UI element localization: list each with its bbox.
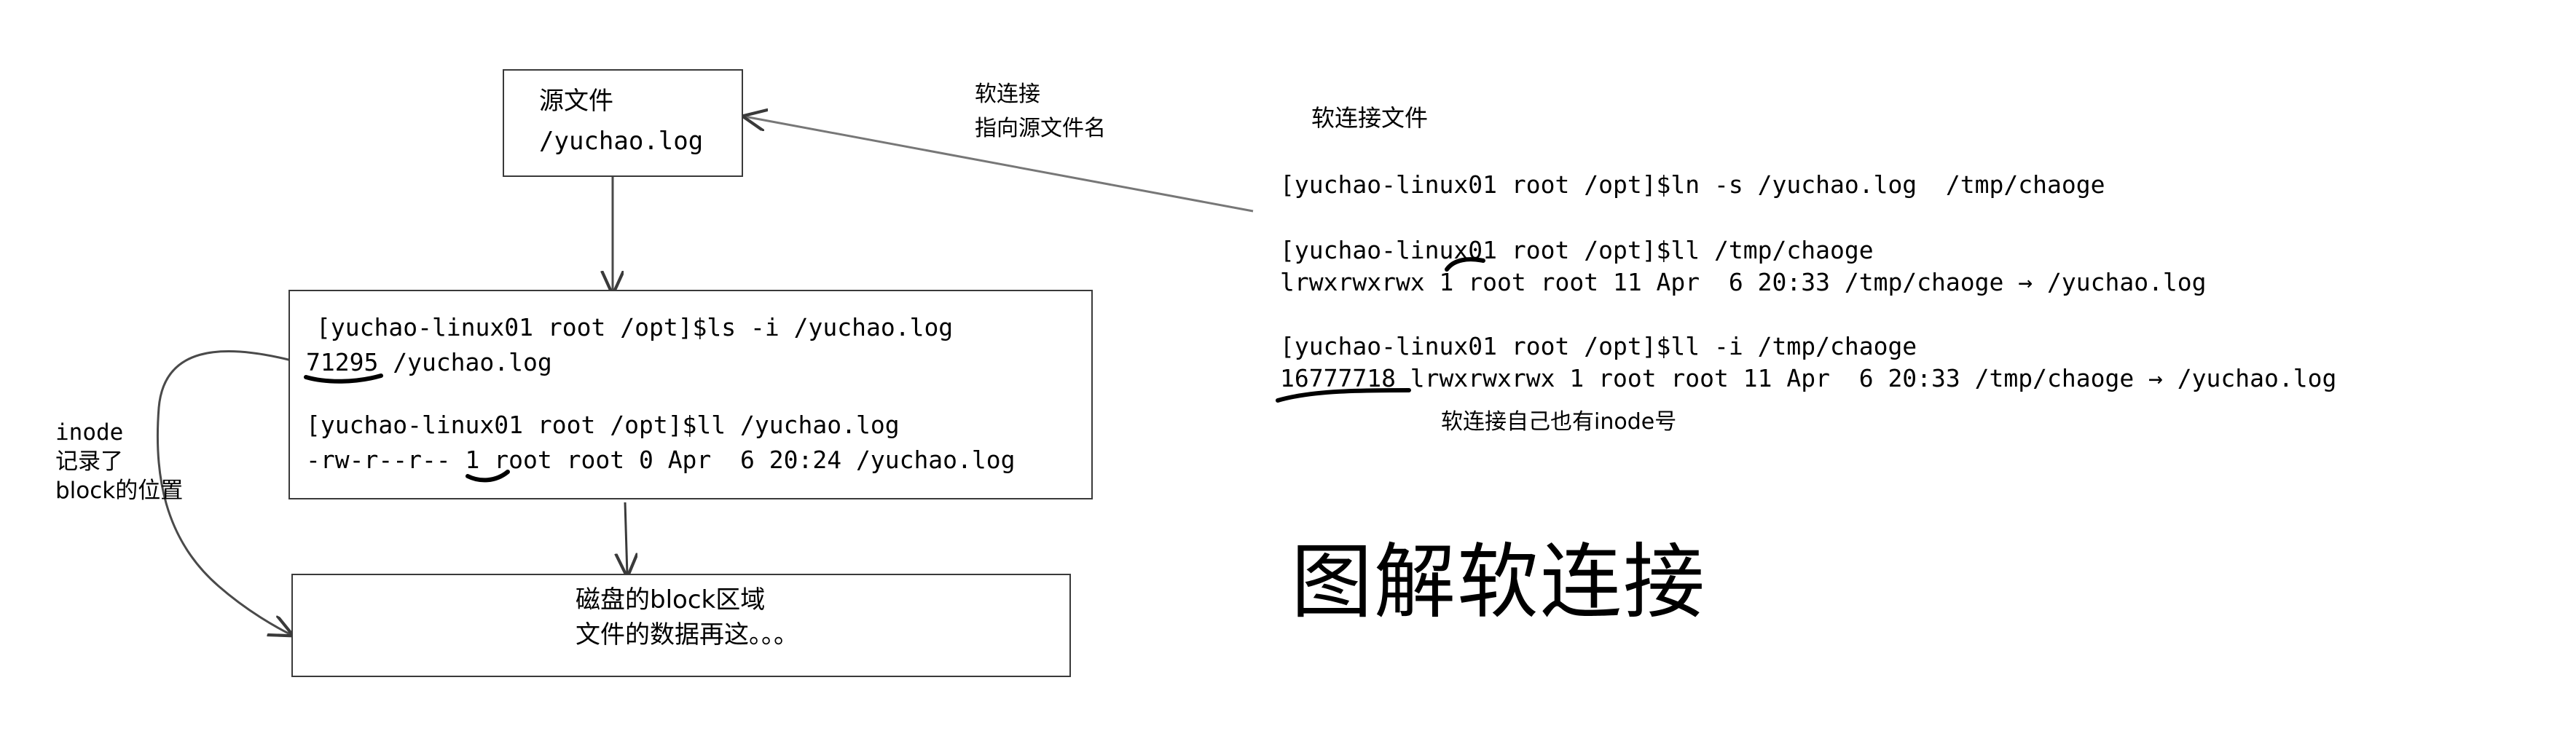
right-terminal-cmd-ln: [yuchao-linux01 root /opt]$ln -s /yuchao… [1280, 170, 2105, 199]
disk-block-label-line2: 文件的数据再这。。。 [576, 620, 798, 649]
inode-note-line1: inode [55, 419, 124, 446]
source-file-box [503, 69, 743, 177]
right-terminal-cmd-ll: [yuchao-linux01 root /opt]$ll /tmp/chaog… [1280, 236, 1874, 264]
source-file-path: /yuchao.log [539, 127, 704, 156]
right-terminal-cmd-ll-i: [yuchao-linux01 root /opt]$ll -i /tmp/ch… [1280, 332, 1917, 360]
page-title: 图解软连接 [1291, 535, 1706, 630]
arrow-inode-to-block [156, 350, 291, 635]
right-panel-heading: 软连接文件 [1311, 104, 1429, 132]
right-terminal-out-ll: lrwxrwxrwx 1 root root 11 Apr 6 20:33 /t… [1280, 268, 2207, 296]
terminal-box [288, 290, 1093, 499]
source-file-label-line1: 源文件 [539, 87, 613, 116]
arrow-softlink-to-source [745, 116, 1254, 213]
softlink-callout-line2: 指向源文件名 [975, 116, 1106, 141]
terminal-line-inode-output: 71295 /yuchao.log [306, 348, 552, 376]
softlink-callout-line1: 软连接 [975, 82, 1040, 107]
right-inode-note: 软连接自己也有inode号 [1441, 409, 1677, 435]
inode-note-line2: 记录了 [55, 448, 123, 475]
right-terminal-out-ll-i: 16777718 lrwxrwxrwx 1 root root 11 Apr 6… [1280, 364, 2337, 392]
arrow-terminal-to-block [625, 502, 627, 575]
inode-note-line3: block的位置 [55, 478, 184, 504]
terminal-line-ll-output: -rw-r--r-- 1 root root 0 Apr 6 20:24 /yu… [306, 446, 1016, 474]
terminal-line-ls-command: [yuchao-linux01 root /opt]$ls -i /yuchao… [316, 313, 954, 341]
terminal-line-ll-command: [yuchao-linux01 root /opt]$ll /yuchao.lo… [306, 411, 900, 439]
disk-block-label-line1: 磁盘的block区域 [576, 585, 766, 614]
disk-block-box [291, 574, 1071, 677]
